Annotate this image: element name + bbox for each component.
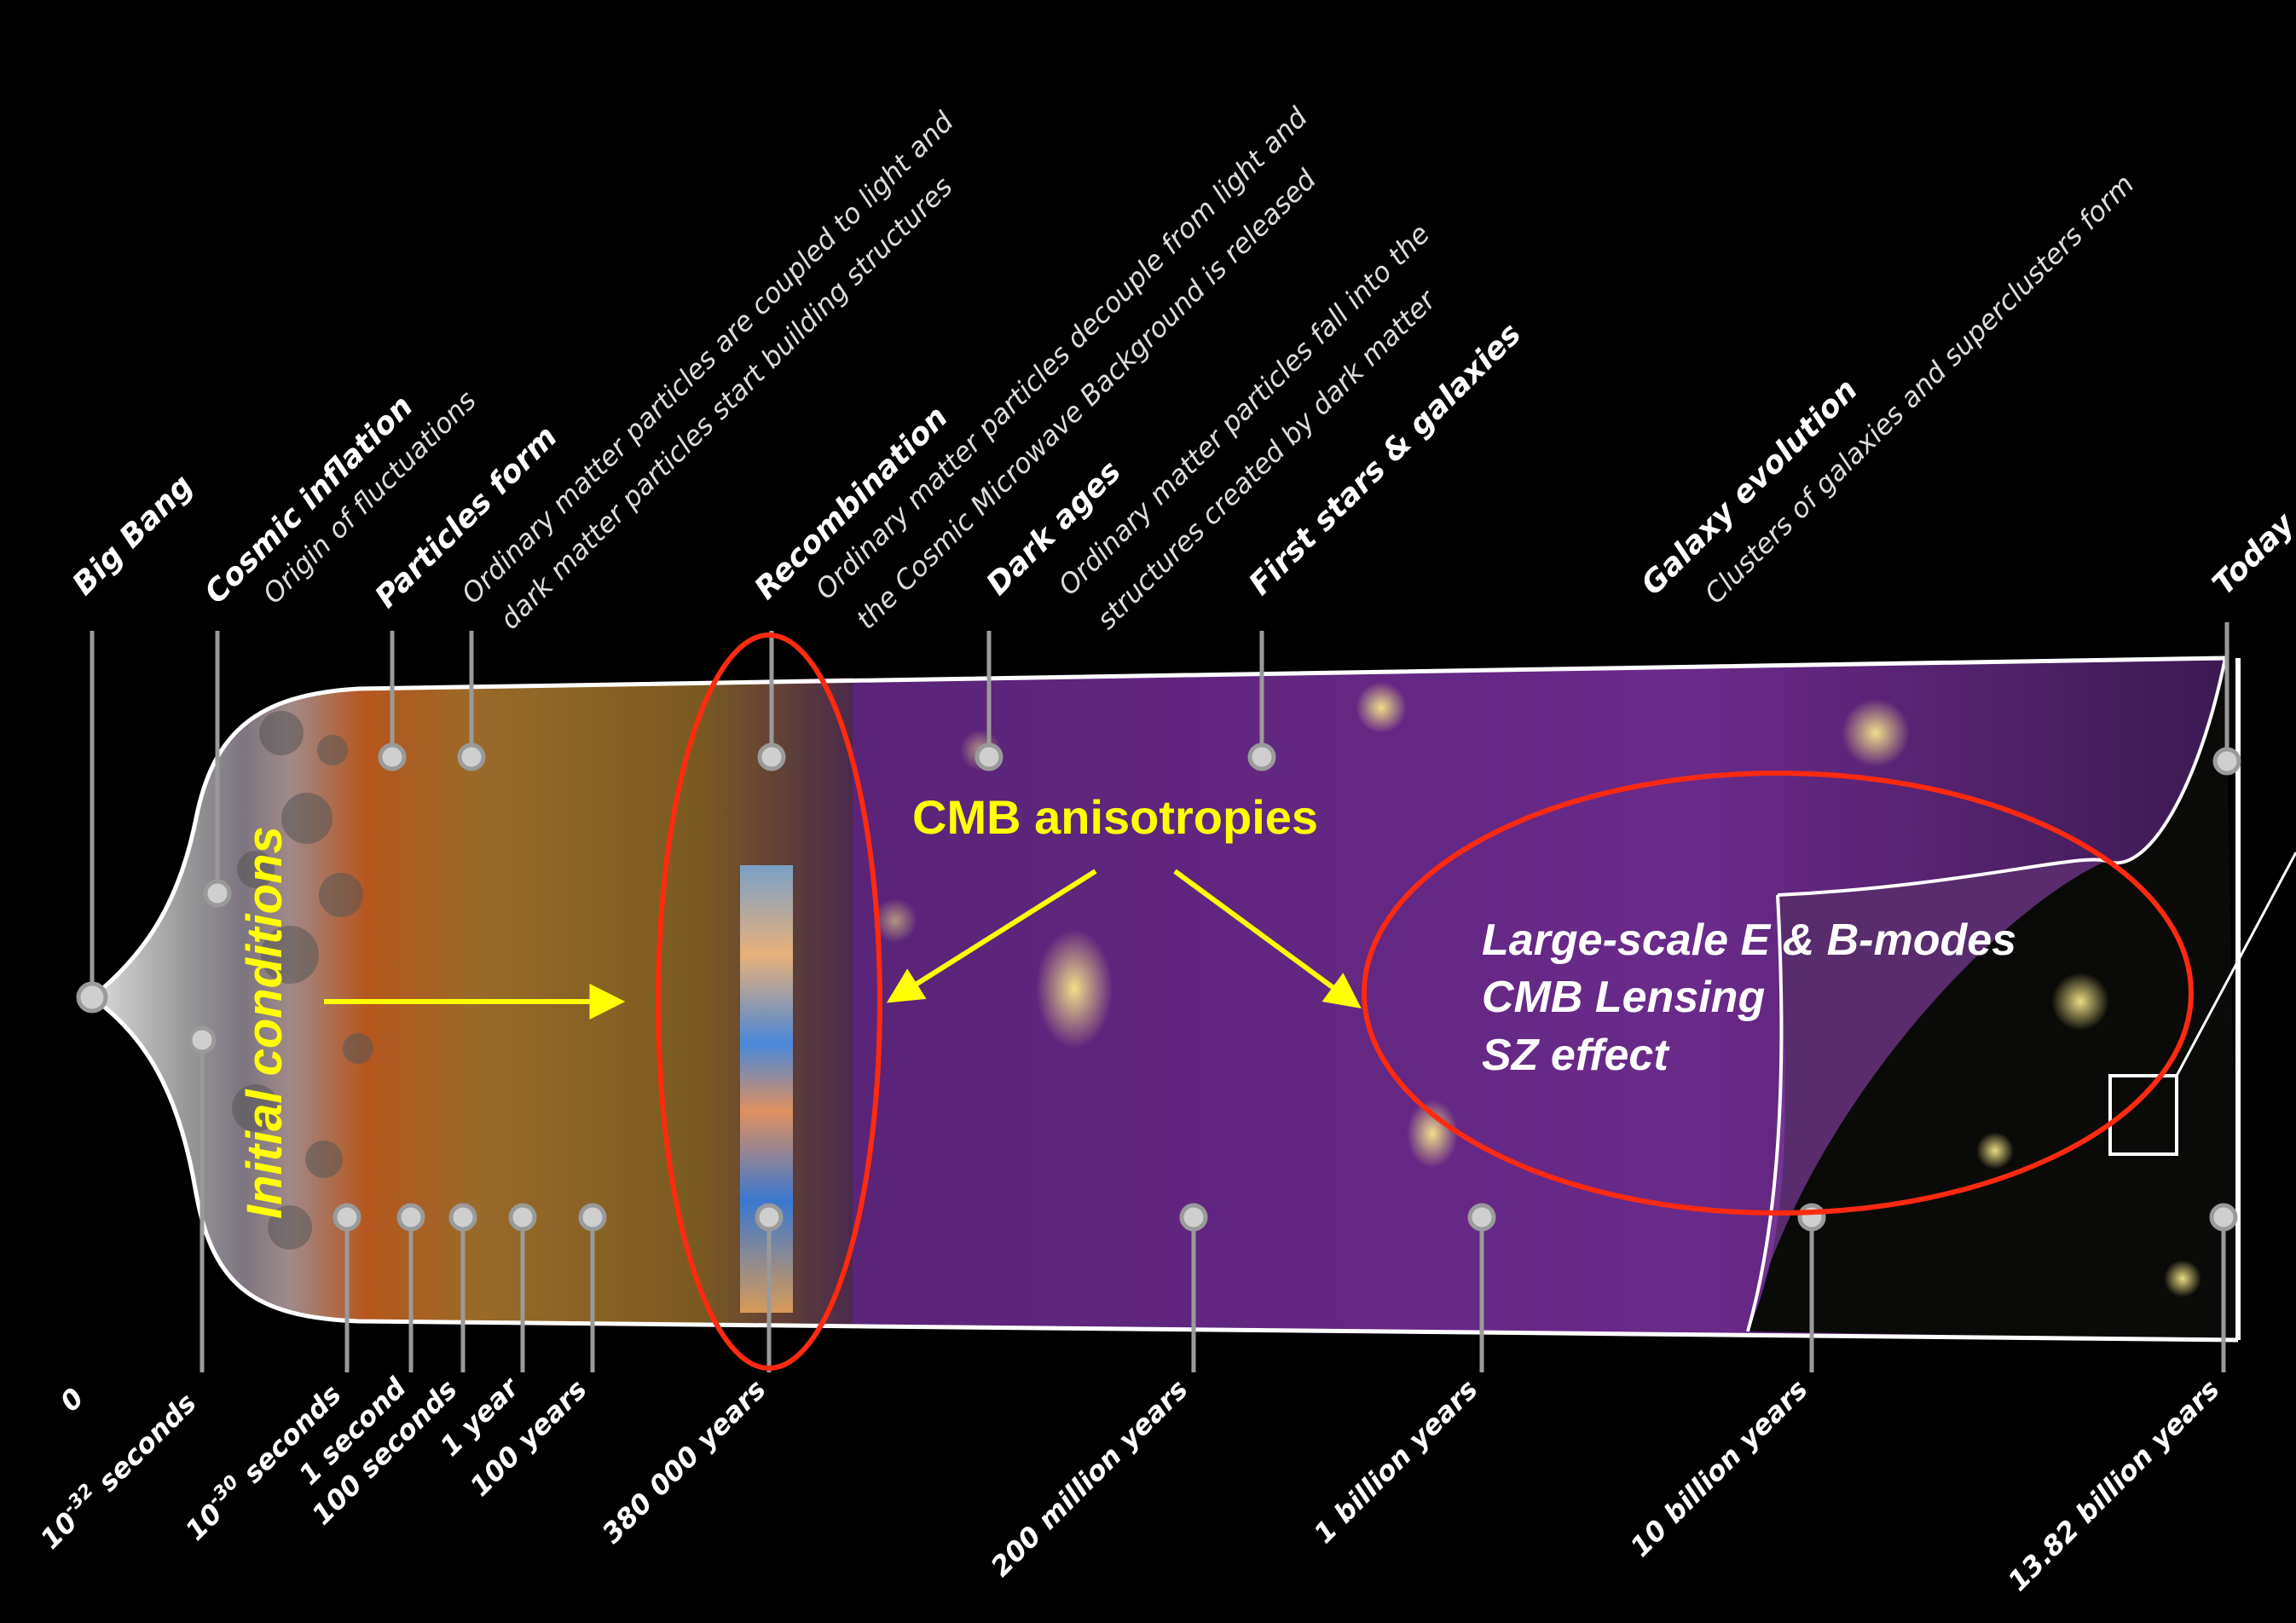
cmb-lensing-label: CMB Lensing: [1482, 973, 1765, 1022]
epoch-dark-ages-desc-1: Ordinary matter particles fall into the: [1052, 217, 1436, 601]
time-label-380000y: 380 000 years: [596, 1373, 772, 1550]
lower-markers: [188, 1025, 2238, 1372]
sz-effect-label: SZ effect: [1482, 1031, 1670, 1080]
epoch-today-title: Today: [2206, 506, 2296, 603]
cmb-arrow-left: [886, 869, 1097, 1003]
cmb-anisotropies-label: CMB anisotropies: [912, 790, 1318, 844]
time-label-13-82by: 13.82 billion years: [2002, 1373, 2226, 1597]
epoch-big-bang-title: Big Bang: [66, 468, 200, 602]
late-universe-highlight-ellipse: [1362, 771, 2194, 1216]
time-label-0: 0: [54, 1382, 90, 1418]
large-scale-modes-label: Large-scale E & B-modes: [1482, 915, 2016, 965]
epoch-labels: Big Bang Cosmic inflation Origin of fluc…: [66, 101, 2296, 636]
cmb-strip: [740, 865, 793, 1313]
time-label-1by: 1 billion years: [1307, 1373, 1483, 1550]
cmb-highlight-ellipse: [656, 632, 882, 1371]
zoom-box: [2108, 1074, 2178, 1156]
cmb-arrow-right: [1173, 869, 1362, 1008]
epoch-coupled-desc-2: dark matter particles start building str…: [494, 170, 959, 636]
universe-shape: [90, 656, 2296, 1343]
time-labels: 0 10-32 seconds 10-30 seconds 1 second 1…: [32, 1370, 2226, 1597]
late-universe-annotations: Large-scale E & B-modes CMB Lensing SZ e…: [1482, 915, 2016, 1080]
initial-conditions-label: Initial conditions: [237, 826, 292, 1219]
time-label-10-32s: 10-32 seconds: [32, 1385, 203, 1556]
epoch-galaxy-evolution-desc: Clusters of galaxies and superclusters f…: [1698, 168, 2141, 610]
upper-markers: [76, 622, 2241, 1014]
time-label-200my: 200 million years: [985, 1373, 1194, 1583]
time-label-10by: 10 billion years: [1624, 1373, 1814, 1563]
